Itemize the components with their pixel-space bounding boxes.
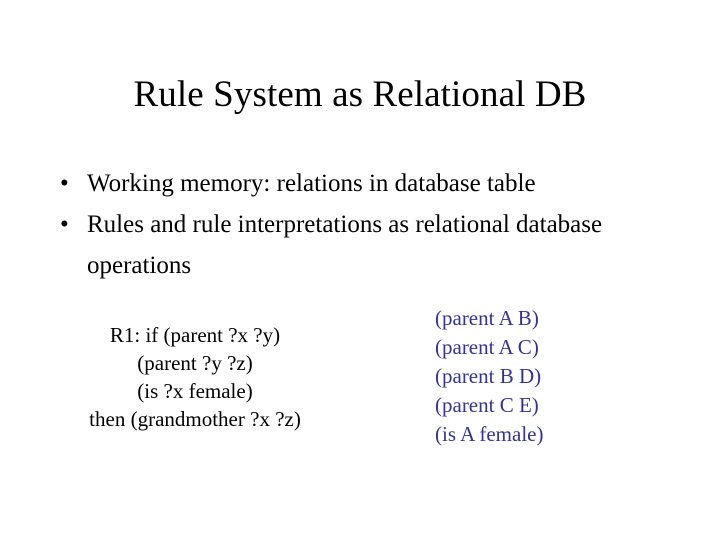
list-item-label: Working memory: relations in database ta… (87, 170, 536, 197)
fact-line: (parent C E) (435, 393, 539, 417)
list-item: • Working memory: relations in database … (55, 163, 685, 204)
list-item: • Rules and rule interpretations as rela… (55, 204, 685, 286)
rule-definition-block: R1: if (parent ?x ?y) (parent ?y ?z) (is… (40, 321, 350, 433)
fact-line: (is A female) (435, 422, 544, 446)
fact-line: (parent B D) (435, 364, 542, 388)
rule-line: (parent ?y ?z) (137, 351, 253, 375)
list-item-label: Rules and rule interpretations as relati… (87, 211, 603, 279)
rule-line: then (grandmother ?x ?z) (89, 407, 301, 431)
fact-line: (parent A B) (435, 306, 539, 330)
bullet-point-icon: • (60, 211, 69, 238)
bullet-list: • Working memory: relations in database … (55, 163, 685, 286)
example-area: R1: if (parent ?x ?y) (parent ?y ?z) (is… (0, 300, 720, 460)
rule-line: R1: if (parent ?x ?y) (109, 323, 281, 347)
bullet-point-icon: • (60, 170, 69, 197)
page-title: Rule System as Relational DB (133, 74, 587, 115)
rule-line: (is ?x female) (137, 379, 253, 403)
working-memory-facts-block: (parent A B) (parent A C) (parent B D) (… (435, 304, 685, 449)
fact-line: (parent A C) (435, 335, 539, 359)
